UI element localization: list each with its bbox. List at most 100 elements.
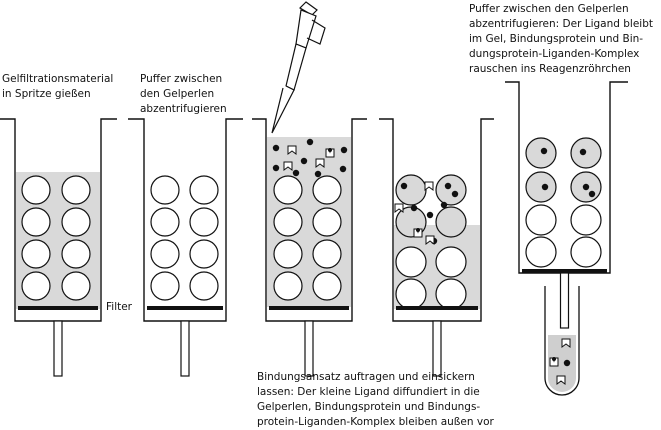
caption-step1-line: Gelfiltrationsmaterial [2, 73, 114, 85]
pipette-icon [271, 1, 326, 134]
gel-bead [570, 236, 602, 268]
binding-protein [315, 158, 325, 168]
gel-bead [435, 206, 467, 238]
caption-step3-line: lassen: Der kleine Ligand diffundiert in… [257, 386, 480, 398]
caption-step5-line: abzentrifugieren: Der Ligand bleibt [469, 18, 654, 30]
gel-bead [525, 236, 557, 268]
outlet-nozzle [559, 272, 570, 329]
syringe-barrel [505, 81, 628, 274]
gel-bead [273, 239, 303, 269]
ligand-dot [339, 165, 347, 173]
bound-ligand [328, 148, 332, 152]
pipette-grip [306, 19, 326, 45]
gel-bead [395, 246, 427, 278]
bound-ligand [552, 357, 556, 361]
ligand-dot [340, 146, 348, 154]
ligand-dot [400, 182, 408, 190]
outlet-nozzle [53, 320, 63, 377]
ligand-dot [292, 169, 300, 177]
caption-step3-line: Bindungsansatz auftragen und einsickern [257, 371, 475, 383]
caption-step2: Puffer zwischen den Gelperlen abzentrifu… [140, 72, 227, 117]
outlet-nozzle [304, 320, 314, 377]
gel-bead [525, 204, 557, 236]
ligand-dot [444, 182, 452, 190]
ligand-dot [272, 144, 280, 152]
gel-bead [189, 175, 219, 205]
binding-protein [394, 203, 404, 213]
gel-bead [189, 207, 219, 237]
gel-bead [21, 239, 51, 269]
caption-step2-line: abzentrifugieren [140, 103, 227, 115]
gel-bead [312, 175, 342, 205]
bound-ligand [416, 228, 420, 232]
structure-layer [0, 81, 628, 396]
ligand-dot [272, 164, 280, 172]
pipette-tip [271, 85, 295, 134]
ligand-dot [563, 359, 571, 367]
gel-bead [150, 175, 180, 205]
gel-bead [61, 175, 91, 205]
gel-bead [21, 175, 51, 205]
gel-bead [273, 175, 303, 205]
caption-step5-line: rauschen ins Reagenzröhrchen [469, 63, 631, 75]
gel-bead [150, 207, 180, 237]
ligand-dot [306, 138, 314, 146]
ligand-dot [588, 190, 596, 198]
gel-bead [395, 278, 427, 310]
binding-protein [283, 161, 293, 171]
caption-step5-line: dungsprotein-Liganden-Komplex [469, 48, 640, 60]
pipette-body [295, 9, 317, 49]
gel-bead [21, 271, 51, 301]
ligand-dot [300, 157, 308, 165]
ligand-dot [440, 201, 448, 209]
binding-protein [425, 235, 435, 245]
filter-mesh [18, 306, 98, 310]
ligand-dot [410, 204, 418, 212]
caption-step5: Puffer zwischen den Gelperlen abzentrifu… [469, 2, 653, 77]
gel-bead [189, 271, 219, 301]
binding-protein [561, 338, 571, 348]
ligand-dot [579, 148, 587, 156]
gel-bead [435, 246, 467, 278]
gel-bead [525, 171, 557, 203]
filter-mesh [396, 306, 478, 310]
gel-bead [395, 174, 427, 206]
gel-bead [273, 271, 303, 301]
caption-step3-line: Gelperlen, Bindungsprotein und Bindungs- [257, 401, 481, 413]
tube-liquid [548, 335, 576, 392]
gel-bead [150, 239, 180, 269]
gel-bead [312, 207, 342, 237]
filter-mesh [522, 269, 607, 273]
gel-bead [61, 239, 91, 269]
filter-mesh [147, 306, 223, 310]
caption-step5-line: im Gel, Bindungsprotein und Bin- [469, 33, 644, 45]
gel-bead [435, 278, 467, 310]
caption-step1-line: in Spritze gießen [2, 88, 91, 100]
gel-bead [312, 271, 342, 301]
gel-bead [21, 207, 51, 237]
filter-label: Filter [106, 301, 133, 313]
syringe-barrel [128, 118, 243, 322]
ligand-dot [426, 211, 434, 219]
ligand-dot [540, 147, 548, 155]
gel-bead [570, 204, 602, 236]
gel-bead [525, 137, 557, 169]
caption-step5-line: Puffer zwischen den Gelperlen [469, 3, 629, 15]
binding-protein [424, 181, 434, 191]
gel-bead [150, 271, 180, 301]
pipette-shaft [285, 43, 307, 91]
bead-layer [21, 137, 602, 310]
binding-protein [287, 145, 297, 155]
caption-step2-line: Puffer zwischen [140, 73, 223, 85]
outlet-nozzle [432, 320, 442, 377]
gel-bead [61, 207, 91, 237]
gel-bead [189, 239, 219, 269]
ligand-dot [314, 170, 322, 178]
gel-bead [61, 271, 91, 301]
caption-step3: Bindungsansatz auftragen und einsickern … [257, 370, 494, 430]
outlet-nozzle [180, 320, 190, 377]
gel-bead [273, 207, 303, 237]
binding-protein [556, 375, 566, 385]
ligand-dot [541, 183, 549, 191]
